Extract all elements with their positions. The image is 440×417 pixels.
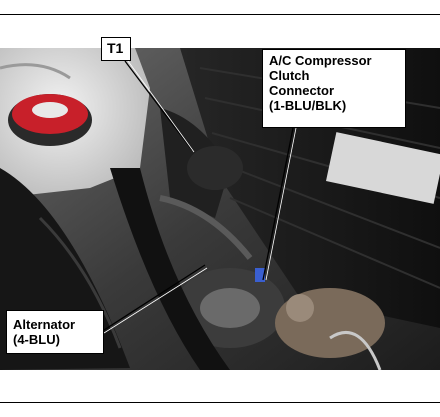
callout-alternator: Alternator (4-BLU) (6, 310, 104, 354)
compressor-bolt (286, 294, 314, 322)
ac-connector (255, 268, 265, 282)
wire-harness (159, 195, 253, 260)
callout-t1: T1 (101, 37, 131, 61)
t1-fitting (187, 146, 243, 190)
callout-alternator-line-2: (4-BLU) (13, 332, 60, 347)
radiator-cap-label (32, 102, 68, 118)
bottom-rule (0, 402, 440, 403)
callout-ac-compressor-connector: A/C Compressor Clutch Connector (1-BLU/B… (262, 49, 406, 128)
callout-ac-line-3: Connector (269, 83, 334, 98)
ac-line (329, 331, 382, 370)
callout-ac-line-4: (1-BLU/BLK) (269, 98, 347, 113)
callout-t1-label: T1 (107, 40, 124, 56)
callout-alternator-line-1: Alternator (13, 317, 76, 332)
alternator-pulley (200, 288, 260, 328)
reservoir-ridge (0, 63, 71, 80)
callout-ac-line-1: A/C Compressor (269, 53, 372, 68)
top-rule (0, 14, 440, 15)
cover-badge (326, 132, 440, 204)
callout-ac-line-2: Clutch (269, 68, 310, 83)
